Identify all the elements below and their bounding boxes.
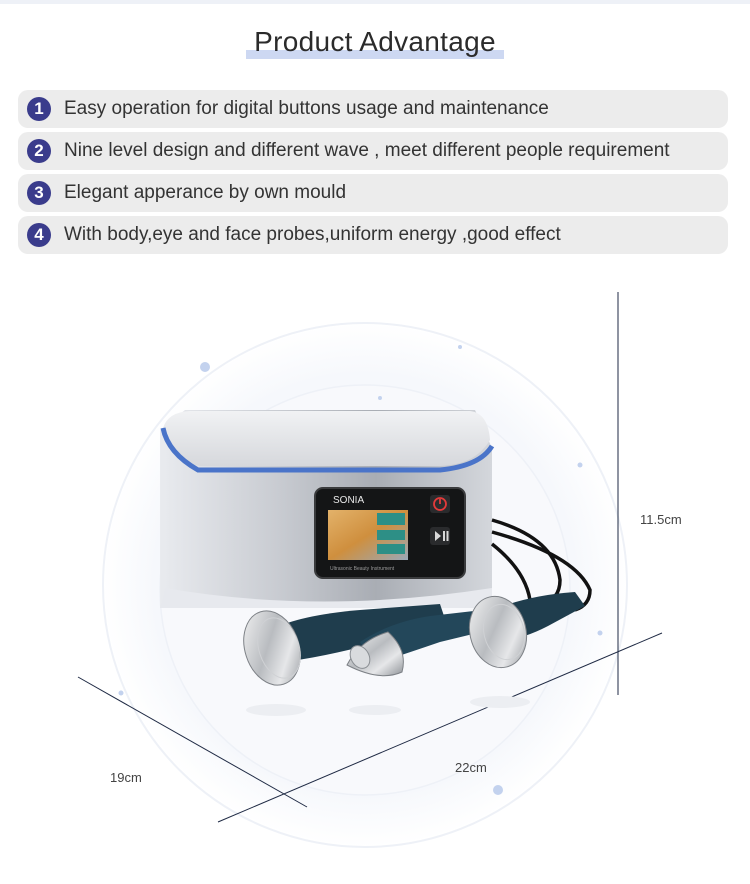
feature-item: 4 With body,eye and face probes,uniform … — [18, 216, 728, 254]
power-icon — [433, 497, 447, 511]
face-probe-head — [468, 595, 528, 669]
brand-logo: SONIA — [333, 495, 364, 506]
feature-text: Easy operation for digital buttons usage… — [64, 98, 549, 119]
feature-list: 1 Easy operation for digital buttons usa… — [18, 90, 728, 258]
device-top — [163, 411, 490, 466]
product-scene: SONIA Ultrasonic Beauty Instrument — [0, 270, 750, 879]
power-button[interactable] — [430, 495, 450, 513]
lcd-readout — [377, 513, 405, 525]
play-pause-icon — [435, 531, 441, 541]
product-illustration: SONIA Ultrasonic Beauty Instrument — [77, 292, 663, 848]
depth-dimension-label: 19cm — [110, 770, 142, 785]
feature-text: Elegant apperance by own mould — [64, 182, 347, 203]
halo-ring — [102, 322, 628, 848]
top-strip — [0, 0, 750, 4]
lcd-readout — [377, 530, 405, 540]
decor-dot — [577, 462, 583, 468]
feature-item: 1 Easy operation for digital buttons usa… — [18, 90, 728, 128]
decor-dot — [200, 362, 210, 372]
title-section: Product Advantage — [0, 26, 750, 59]
decor-dot — [458, 345, 462, 349]
feature-number-badge: 2 — [27, 139, 51, 163]
probe-reflection — [470, 696, 530, 708]
depth-dimension-line — [77, 676, 308, 808]
play-pause-button[interactable] — [430, 527, 450, 545]
feature-item: 2 Nine level design and different wave ,… — [18, 132, 728, 170]
decor-dot — [118, 690, 124, 696]
decor-dot — [493, 785, 503, 795]
probe-reflection — [349, 705, 401, 715]
height-dimension-label: 11.5cm — [640, 512, 682, 527]
probe-reflection — [246, 704, 306, 716]
feature-item: 3 Elegant apperance by own mould — [18, 174, 728, 212]
lcd-readout — [377, 544, 405, 554]
feature-number-badge: 3 — [27, 181, 51, 205]
feature-text: With body,eye and face probes,uniform en… — [64, 224, 561, 245]
page-title-text: Product Advantage — [254, 26, 496, 57]
feature-text: Nine level design and different wave , m… — [64, 140, 670, 161]
width-dimension-line — [217, 632, 663, 823]
feature-number-badge: 1 — [27, 97, 51, 121]
decor-dot — [378, 396, 382, 400]
device-accent-strip — [160, 427, 495, 473]
page-title: Product Advantage — [246, 26, 504, 59]
feature-number-badge: 4 — [27, 223, 51, 247]
decor-dot — [597, 630, 603, 636]
body-probe-handle — [270, 604, 446, 662]
width-dimension-label: 22cm — [455, 760, 487, 775]
device-base — [160, 588, 492, 608]
screen-caption: Ultrasonic Beauty Instrument — [330, 566, 395, 572]
